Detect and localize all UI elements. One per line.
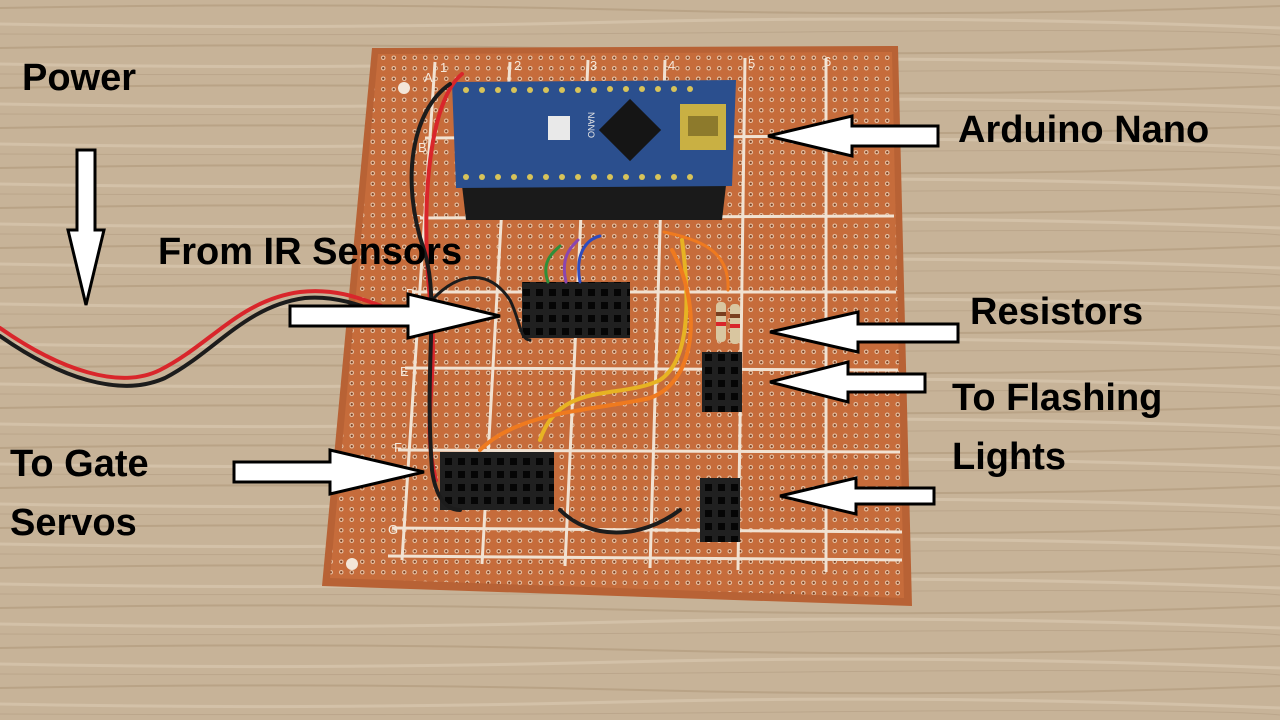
column-label: 4 xyxy=(668,58,675,73)
row-label: A xyxy=(424,70,433,85)
row-label: G xyxy=(388,522,398,537)
column-label: 3 xyxy=(590,58,597,73)
usb-port-inner xyxy=(688,116,718,136)
mounting-hole xyxy=(346,558,358,570)
annotation-arrows xyxy=(66,114,960,516)
from-ir-sensors-label: From IR Sensors xyxy=(158,231,463,273)
arrow-left-icon xyxy=(769,310,960,354)
perfboard-column-labels: 1 2 3 4 5 6 xyxy=(440,54,831,75)
column-label: 6 xyxy=(824,54,831,69)
column-label: 5 xyxy=(748,56,755,71)
reset-button xyxy=(548,116,570,140)
resistors xyxy=(716,302,740,344)
arduino-nano: NANO xyxy=(452,80,736,220)
row-label: F xyxy=(394,440,402,455)
arrow-left-icon xyxy=(779,476,936,516)
flashing-lights-header-upper xyxy=(702,352,742,412)
power-wire-red xyxy=(0,289,434,380)
wire-orange xyxy=(478,248,693,452)
wire-orange-nano xyxy=(662,230,730,292)
to-gate-servos-label-line2: Servos xyxy=(10,502,137,544)
arduino-chip-label: NANO xyxy=(586,112,596,138)
row-label: B xyxy=(418,140,427,155)
to-flashing-lights-label-line2: Lights xyxy=(952,436,1066,478)
arrow-right-icon xyxy=(288,292,501,340)
wire-purple xyxy=(563,238,580,284)
row-label: E xyxy=(400,364,409,379)
wire-ir-black xyxy=(430,276,532,342)
servo-header xyxy=(440,452,554,510)
wire-blue xyxy=(577,234,602,284)
arrow-left-icon xyxy=(767,114,940,158)
row-label: C xyxy=(413,212,422,227)
arrow-right-icon xyxy=(232,448,425,496)
mounting-hole xyxy=(398,82,410,94)
arduino-nano-label: Arduino Nano xyxy=(958,109,1210,151)
arduino-board xyxy=(452,80,736,188)
arduino-chip xyxy=(598,98,662,162)
arduino-pin-row xyxy=(463,86,693,180)
ir-sensor-header xyxy=(522,282,630,338)
power-label: Power xyxy=(22,57,137,99)
to-flashing-lights-label-line1: To Flashing xyxy=(952,377,1163,419)
wire-black-bottom xyxy=(558,508,682,535)
wire-green xyxy=(544,244,562,284)
column-label: 2 xyxy=(514,58,521,73)
resistors-label: Resistors xyxy=(970,291,1144,333)
arrow-left-icon xyxy=(769,360,927,404)
column-label: 1 xyxy=(440,60,447,75)
arrow-down-icon xyxy=(66,148,106,306)
flashing-lights-header-lower xyxy=(700,478,740,542)
to-gate-servos-label-line1: To Gate xyxy=(10,443,149,485)
